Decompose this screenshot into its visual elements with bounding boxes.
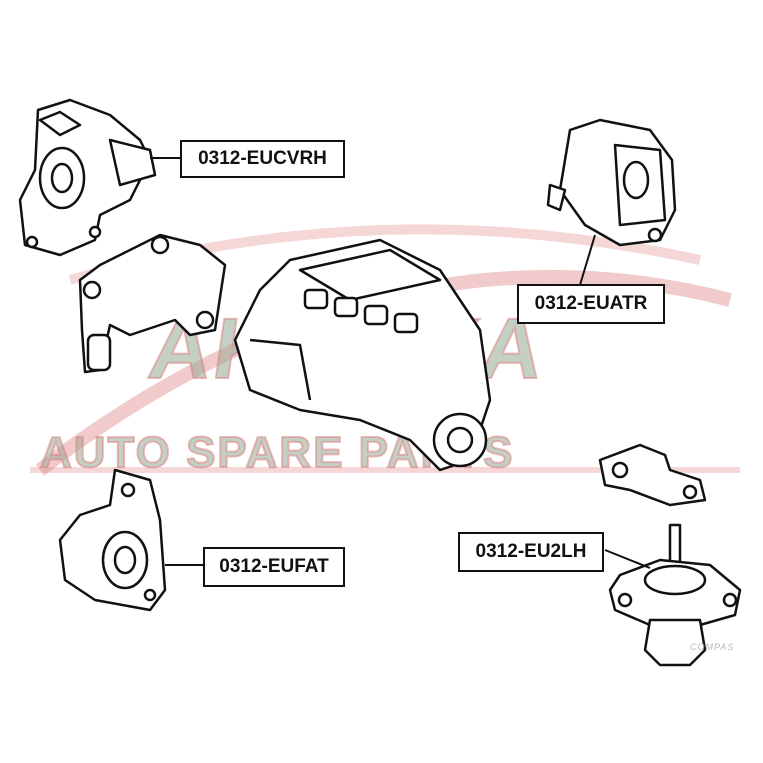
part-label-euatr[interactable]: 0312-EUATR	[517, 284, 665, 324]
part-label-eufat[interactable]: 0312-EUFAT	[203, 547, 345, 587]
engine-block-drawing	[233, 238, 492, 472]
leader-euatr	[579, 234, 596, 286]
mount-eu2lh-drawing	[608, 523, 742, 667]
small-bracket-drawing	[598, 443, 707, 507]
part-label-text: 0312-EUATR	[534, 293, 648, 314]
part-label-text: 0312-EU2LH	[475, 541, 587, 562]
part-label-text: 0312-EUCVRH	[198, 148, 327, 169]
part-label-eucvrh[interactable]: 0312-EUCVRH	[180, 140, 345, 178]
brand-watermark: COMPAS	[690, 642, 735, 652]
bracket-drawing	[78, 233, 227, 374]
mount-euatr-drawing	[546, 118, 677, 247]
part-label-eu2lh[interactable]: 0312-EU2LH	[458, 532, 604, 572]
part-label-text: 0312-EUFAT	[219, 556, 329, 577]
mount-eucvrh-drawing	[18, 98, 157, 257]
leader-eu2lh	[604, 549, 651, 569]
mount-eufat-drawing	[58, 468, 167, 612]
